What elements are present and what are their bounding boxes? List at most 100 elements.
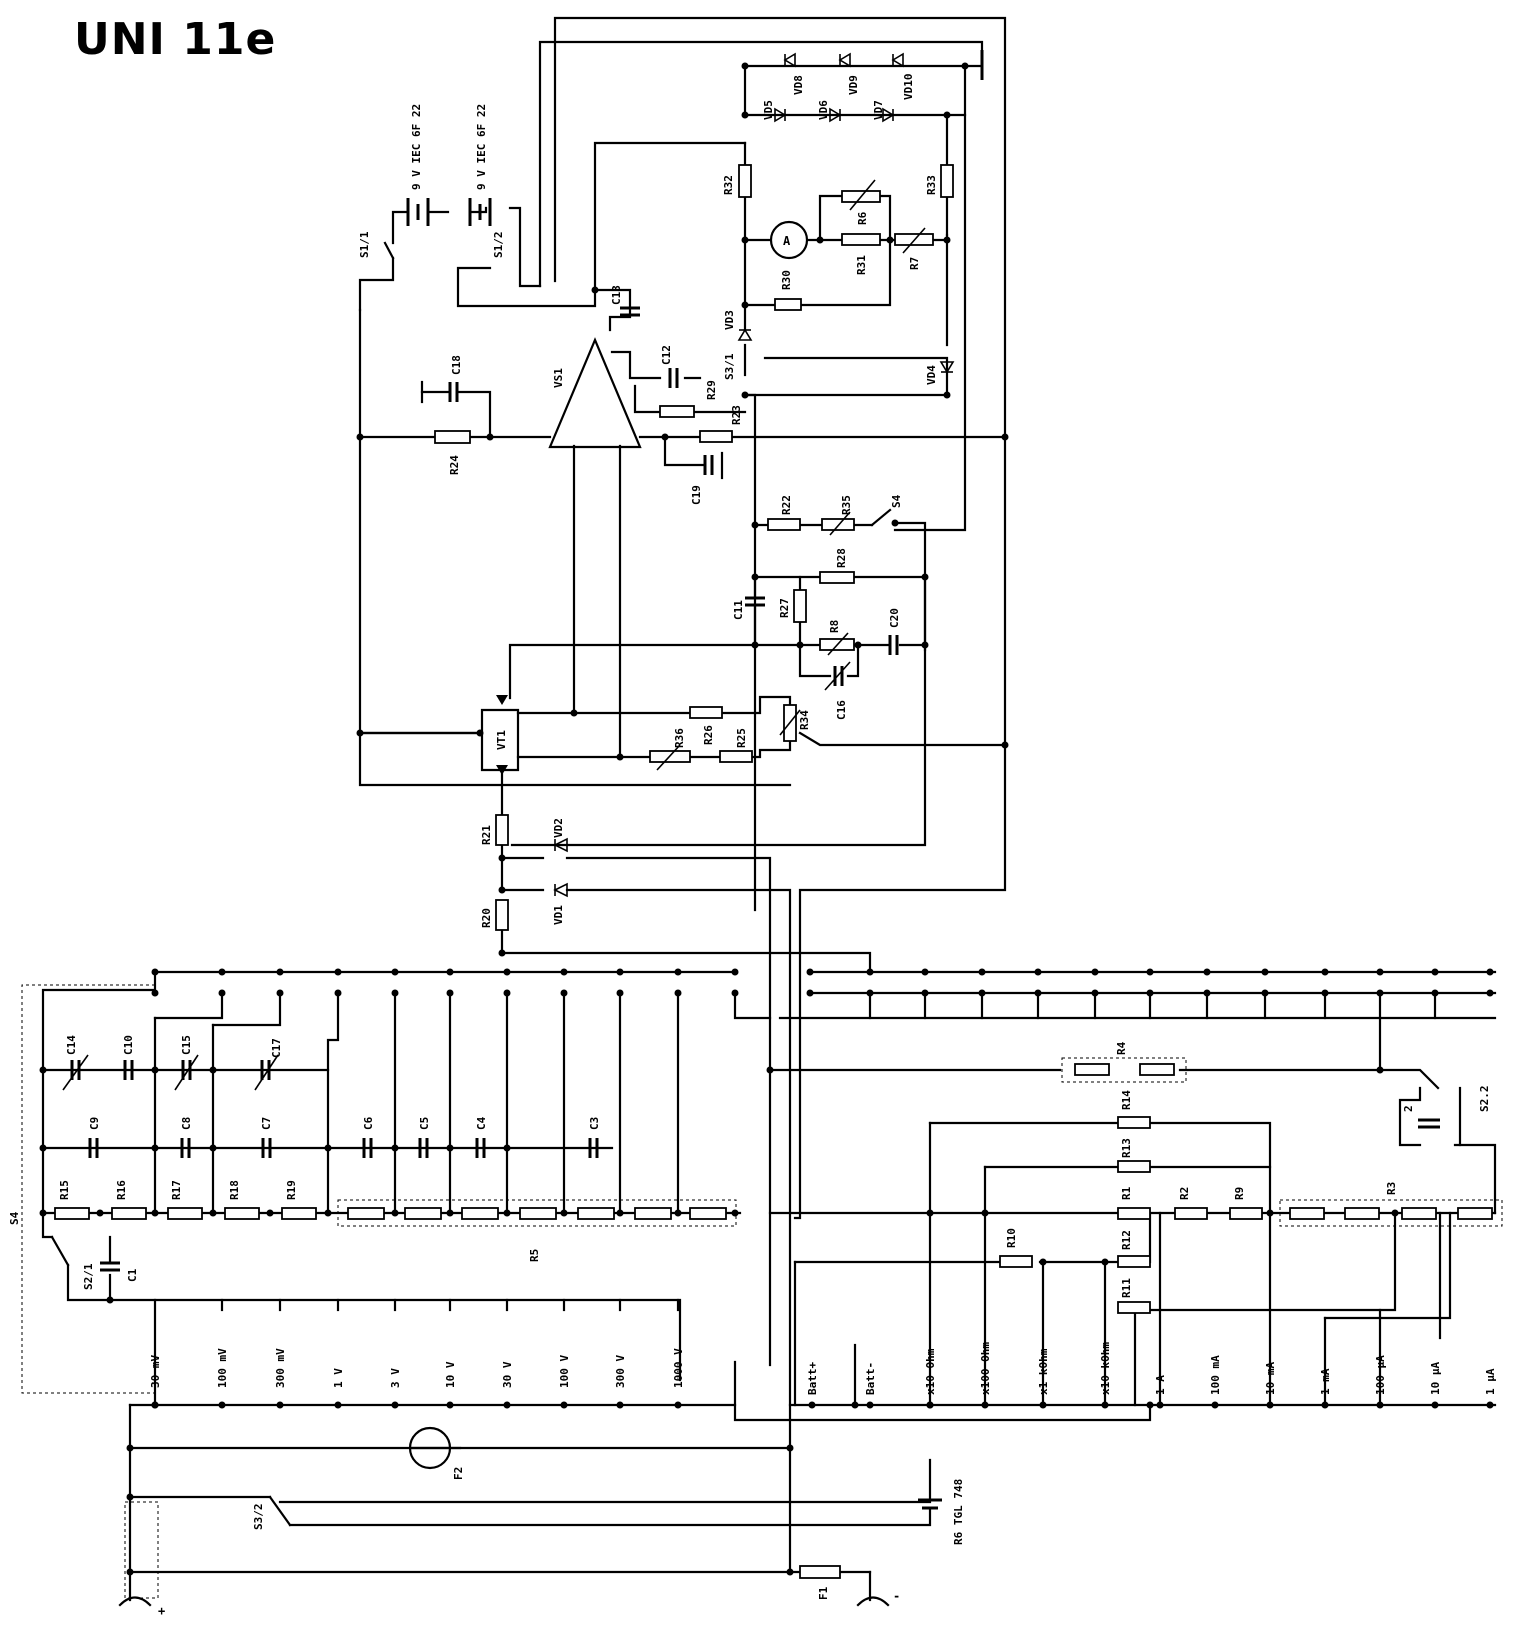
label-r27: R27 [778, 598, 791, 618]
junction-dot [446, 968, 454, 976]
junction-dot [616, 989, 624, 997]
range-contact-left [503, 1401, 511, 1409]
resistor-r4b [1139, 1063, 1175, 1076]
resistor-r2 [1174, 1207, 1208, 1220]
upper-wiring [358, 16, 1007, 1572]
junction-dot [978, 968, 986, 976]
junction-dot [334, 989, 342, 997]
range-label-right: 1 µA [1484, 1368, 1497, 1395]
label-bat2: 9 V IEC 6F 22 [475, 104, 488, 190]
label-s4-side: S4 [8, 1211, 21, 1225]
label-r21: R21 [480, 825, 493, 845]
junction-dot [1001, 433, 1009, 441]
label-r4: R4 [1115, 1041, 1128, 1055]
label-c15: C15 [180, 1035, 193, 1055]
junction-dot [1376, 1066, 1384, 1074]
resistor-r14 [1117, 1116, 1151, 1129]
junction-dot [981, 1209, 989, 1217]
label-r9: R9 [1233, 1187, 1246, 1200]
label-minus: - [893, 1589, 900, 1603]
junction-dot [674, 989, 682, 997]
range-contact-right [1101, 1401, 1109, 1409]
label-r25: R25 [735, 728, 748, 748]
label-r11: R11 [1120, 1278, 1133, 1298]
label-r20: R20 [480, 908, 493, 928]
junction-dot [446, 1144, 454, 1152]
label-vd2: VD2 [552, 818, 565, 838]
label-c2: 2 [1402, 1105, 1415, 1112]
junction-dot [854, 641, 862, 649]
range-label-right: 10 µA [1429, 1362, 1442, 1395]
junction-dot [1391, 1209, 1399, 1217]
junction-dot [943, 111, 951, 119]
range-label-right: 1 A [1154, 1375, 1167, 1395]
junction-dot [209, 1209, 217, 1217]
resistor-r27 [793, 589, 807, 623]
label-vd7: VD7 [872, 100, 885, 120]
junction-dot [921, 573, 929, 581]
resistor-r1 [1117, 1207, 1151, 1220]
label-r24: R24 [448, 455, 461, 475]
range-label-left: 1000 V [672, 1348, 685, 1388]
label-r13: R13 [1120, 1138, 1133, 1158]
resistor-r11 [1117, 1301, 1151, 1314]
range-label-right: Batt+ [806, 1362, 819, 1395]
range-contact-right [926, 1401, 934, 1409]
junction-dot [1034, 968, 1042, 976]
label-vd5: VD5 [762, 100, 775, 120]
range-label-right: x100 Ohm [979, 1342, 992, 1395]
junction-dot [391, 968, 399, 976]
label-r36: R36 [673, 728, 686, 748]
junction-dot [921, 989, 929, 997]
junction-dot [266, 1209, 274, 1217]
junction-dot [806, 968, 814, 976]
label-c1: C1 [126, 1268, 139, 1282]
label-r6: R6 [856, 211, 869, 225]
label-c3: C3 [588, 1117, 601, 1130]
fuse-f1 [799, 1565, 841, 1579]
resistor-r31 [841, 233, 881, 246]
junction-dot [151, 1209, 159, 1217]
range-contact-right [1266, 1401, 1274, 1409]
junction-dot [218, 968, 226, 976]
label-plus: + [158, 1604, 165, 1618]
label-r31: R31 [855, 255, 868, 275]
junction-dot [1146, 989, 1154, 997]
label-r7: R7 [908, 257, 921, 270]
junction-dot [886, 236, 894, 244]
junction-dot [1486, 989, 1494, 997]
resistor-r17 [167, 1207, 203, 1220]
junction-dot [151, 1066, 159, 1074]
junction-dot [866, 989, 874, 997]
resistor-r20 [495, 899, 509, 931]
fuse-f2-symbol [408, 1426, 452, 1470]
junction-dot [926, 1209, 934, 1217]
label-f2: F2 [452, 1467, 465, 1480]
junction-dot [731, 968, 739, 976]
junction-dot [1266, 1209, 1274, 1217]
range-label-left: 30 mV [149, 1355, 162, 1388]
resistor-r18 [224, 1207, 260, 1220]
label-r35: R35 [840, 495, 853, 515]
label-r19: R19 [285, 1180, 298, 1200]
label-r23: R23 [730, 405, 743, 425]
range-contact-left [560, 1401, 568, 1409]
junction-dot [1261, 968, 1269, 976]
label-r26: R26 [702, 725, 715, 745]
junction-dot [591, 286, 599, 294]
label-c12: C12 [660, 345, 673, 365]
resistor-r16 [111, 1207, 147, 1220]
range-contact-left [276, 1401, 284, 1409]
label-vd8: VD8 [792, 75, 805, 95]
resistor-r30 [774, 298, 802, 311]
junction-dot [1146, 968, 1154, 976]
junction-dot [921, 968, 929, 976]
label-r18: R18 [228, 1180, 241, 1200]
upper-components [358, 50, 984, 931]
junction-dot [961, 62, 969, 70]
label-s4: S4 [890, 494, 903, 508]
label-vd3: VD3 [723, 310, 736, 330]
junction-dot [276, 968, 284, 976]
label-r34: R34 [798, 710, 811, 730]
junction-dot [616, 968, 624, 976]
